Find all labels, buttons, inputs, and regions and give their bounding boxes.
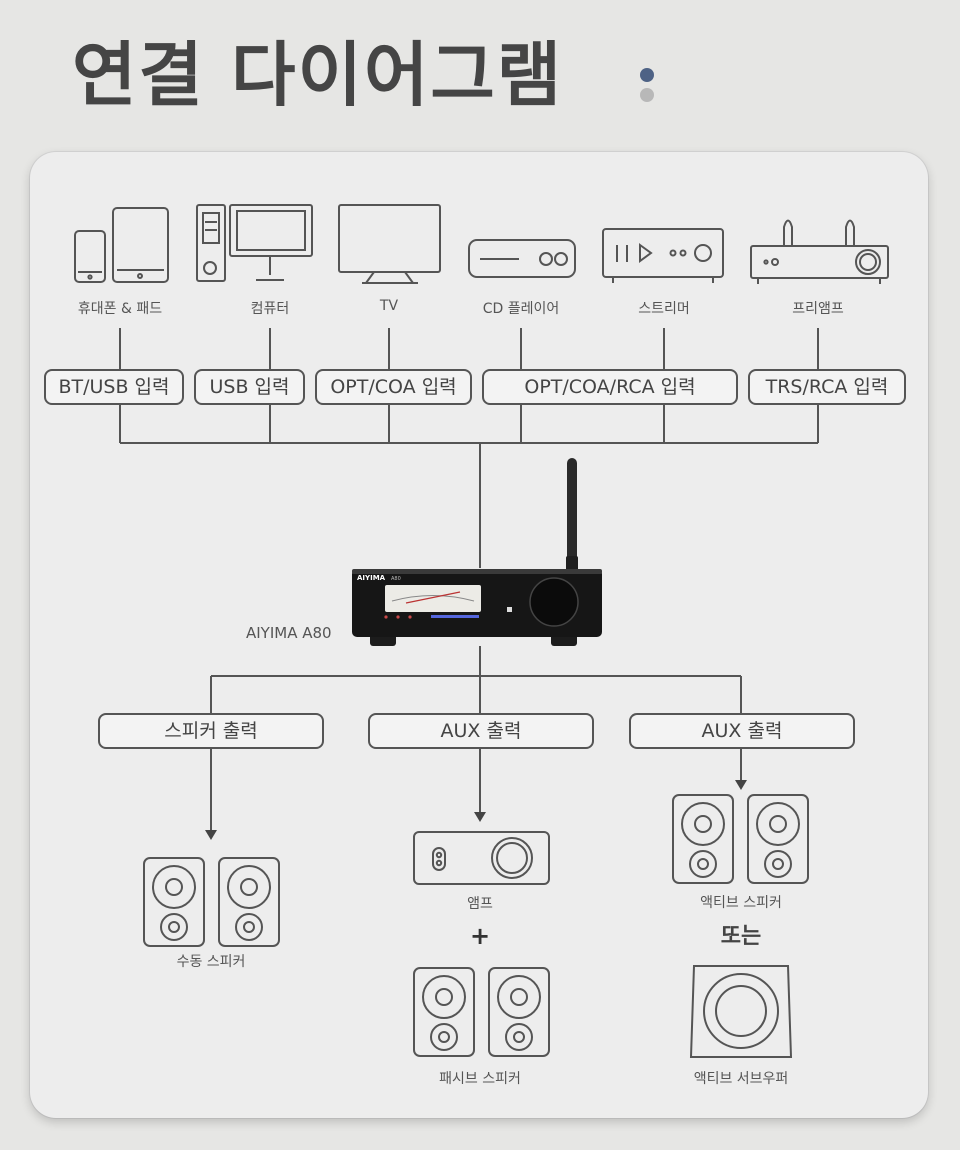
passive-speakers-2-icon [414, 968, 549, 1056]
output-pill-aux-2: AUX 출력 [629, 713, 855, 749]
source-label-computer: 컴퓨터 [220, 298, 320, 318]
source-label-tv: TV [339, 298, 439, 314]
label-amp: 앰프 [430, 893, 530, 913]
input-pill-bt-usb: BT/USB 입력 [44, 369, 184, 405]
source-label-cd: CD 플레이어 [461, 298, 581, 318]
source-label-streamer: 스트리머 [614, 298, 714, 318]
amplifier-image: AIYIMA A80 [352, 458, 602, 646]
source-label-phone: 휴대폰 & 패드 [70, 298, 170, 318]
source-connectors [120, 328, 818, 370]
streamer-icon [603, 229, 723, 283]
input-pill-trs-rca: TRS/RCA 입력 [748, 369, 906, 405]
plus-sign: + [462, 922, 498, 950]
label-active-subwoofer: 액티브 서브우퍼 [671, 1068, 811, 1088]
input-pill-usb: USB 입력 [194, 369, 305, 405]
passive-speakers-icon [144, 858, 279, 946]
amp-model-text: A80 [391, 576, 401, 582]
label-or: 또는 [691, 918, 791, 950]
active-speakers-icon [673, 795, 808, 883]
device-name: AIYIMA A80 [246, 624, 332, 642]
output-pill-aux-1: AUX 출력 [368, 713, 594, 749]
phone-tablet-icon [75, 208, 168, 282]
source-label-preamp: 프리앰프 [768, 298, 868, 318]
input-bus [120, 405, 818, 568]
label-passive-speakers: 수동 스피커 [161, 951, 261, 971]
output-pill-speaker: 스피커 출력 [98, 713, 324, 749]
tv-icon [339, 205, 440, 283]
label-passive-speakers-2: 패시브 스피커 [415, 1068, 545, 1088]
amp-icon [414, 832, 549, 884]
preamp-icon [751, 221, 888, 285]
input-pill-opt-coa-rca: OPT/COA/RCA 입력 [482, 369, 738, 405]
computer-icon [197, 205, 312, 281]
label-active-speakers: 액티브 스피커 [681, 892, 801, 912]
input-pill-opt-coa: OPT/COA 입력 [315, 369, 472, 405]
amp-brand-text: AIYIMA [357, 574, 386, 582]
cd-player-icon [469, 240, 575, 277]
subwoofer-icon [691, 966, 791, 1057]
